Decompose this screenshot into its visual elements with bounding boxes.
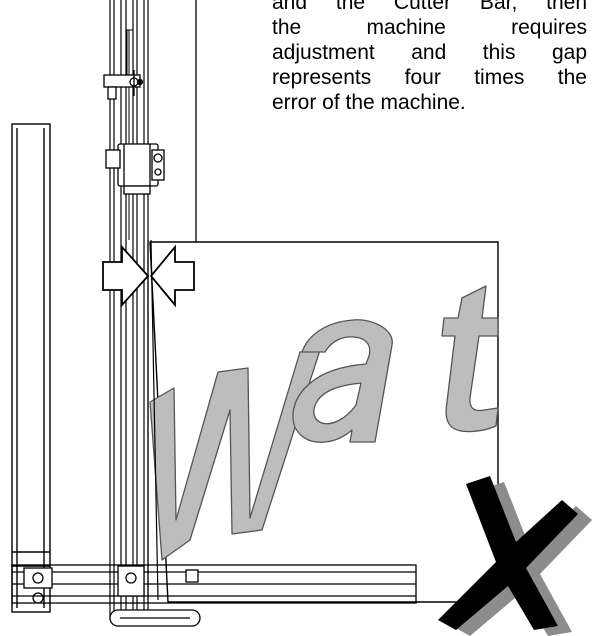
left-arrow-icon bbox=[102, 244, 150, 308]
instruction-line: error of the machine. bbox=[272, 91, 466, 114]
mat-board bbox=[149, 241, 499, 603]
cutting-head bbox=[105, 143, 165, 195]
instruction-paragraph: and the Cutter Bar, then the machine req… bbox=[272, 0, 587, 115]
cross-mark-icon bbox=[438, 476, 592, 636]
instruction-line: and the Cutter Bar, then bbox=[272, 0, 587, 14]
upper-clamp bbox=[103, 70, 144, 100]
left-side-rail bbox=[11, 123, 51, 613]
instruction-line: the machine requires bbox=[272, 16, 587, 39]
right-arrow-icon bbox=[149, 244, 195, 308]
pivot-bar bbox=[109, 609, 201, 627]
instruction-line: represents four times the bbox=[272, 66, 587, 89]
bottom-rail bbox=[11, 564, 417, 604]
gap-lines bbox=[147, 239, 159, 601]
instruction-line: adjustment and this gap bbox=[272, 41, 587, 64]
mat-lettering bbox=[149, 285, 499, 561]
